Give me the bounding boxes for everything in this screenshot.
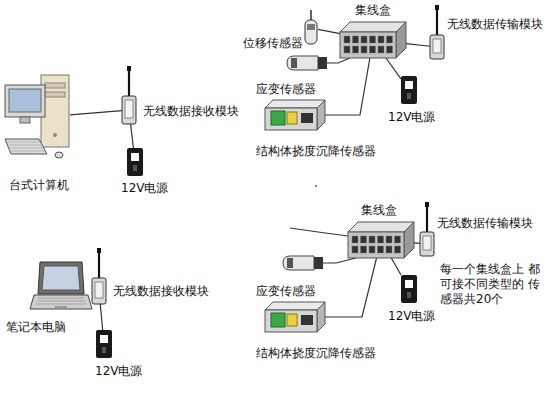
node-label: 12V电源 bbox=[94, 364, 143, 378]
desktop-computer-icon bbox=[5, 75, 69, 158]
node-label: 集线盒 bbox=[354, 3, 392, 17]
wireless-module: 无线数据传输模块 bbox=[430, 35, 444, 59]
strain-sensor: 应变传感器结构体挠度沉降传感器 bbox=[265, 302, 325, 332]
power-supply-icon bbox=[401, 76, 417, 104]
cable bbox=[318, 29, 340, 33]
wireless-module-graphic bbox=[92, 278, 106, 304]
node-label: 无线数据传输模块 bbox=[436, 216, 534, 230]
node-label: 无线数据接收模块 bbox=[112, 284, 210, 298]
cable bbox=[391, 258, 401, 275]
node-label: 12V电源 bbox=[387, 309, 436, 323]
node-label: 集线盒 bbox=[360, 203, 398, 217]
cable bbox=[70, 111, 122, 115]
node-label: 12V电源 bbox=[120, 181, 169, 195]
node-label: 笔记本电脑 bbox=[5, 320, 67, 334]
bullet-sensor bbox=[283, 256, 356, 270]
dot bbox=[315, 185, 317, 187]
wireless-module-icon bbox=[92, 248, 106, 304]
node-label: 无线数据传输模块 bbox=[446, 17, 544, 31]
power-supply-graphic bbox=[127, 148, 143, 176]
wireless-module-icon bbox=[430, 5, 444, 59]
node-label: 应变传感器 bbox=[255, 284, 317, 298]
note-text: 每一个集线盒上 都可接不同类型的 传感器共20个 bbox=[440, 262, 542, 307]
cable bbox=[100, 304, 102, 330]
wireless-module-icon bbox=[420, 202, 434, 256]
wireless-module-graphic bbox=[122, 96, 136, 124]
cable bbox=[386, 58, 401, 79]
desktop-computer-graphic bbox=[5, 75, 70, 160]
junction-box-icon bbox=[340, 22, 406, 58]
power-supply-icon bbox=[96, 330, 112, 358]
strain-sensor-graphic bbox=[265, 302, 325, 332]
junction-box-graphic bbox=[340, 22, 406, 58]
cable bbox=[325, 258, 377, 317]
cable bbox=[414, 242, 420, 244]
power-supply: 12V电源 bbox=[127, 148, 143, 176]
cable bbox=[131, 124, 134, 148]
power-supply-graphic bbox=[401, 76, 417, 104]
strain-sensor-icon bbox=[265, 100, 325, 130]
wireless-module: 无线数据传输模块 bbox=[420, 232, 434, 256]
power-supply-icon bbox=[401, 275, 417, 303]
wireless-module: 无线数据接收模块 bbox=[122, 96, 136, 124]
wireless-module-graphic bbox=[420, 232, 434, 256]
cable bbox=[325, 58, 370, 115]
node-label: 应变传感器 bbox=[255, 82, 317, 96]
power-supply: 12V电源 bbox=[401, 275, 417, 303]
laptop-computer: 笔记本电脑 bbox=[30, 262, 92, 312]
node-label: 位移传感器 bbox=[242, 36, 304, 50]
power-supply: 12V电源 bbox=[96, 330, 112, 358]
wireless-module-graphic bbox=[430, 35, 444, 59]
strain-sensor: 应变传感器结构体挠度沉降传感器 bbox=[265, 100, 325, 130]
node-label: 结构体挠度沉降传感器 bbox=[255, 144, 377, 158]
junction-box-icon bbox=[348, 222, 414, 258]
power-supply-graphic bbox=[96, 330, 112, 358]
node-label: 无线数据接收模块 bbox=[142, 104, 240, 118]
power-supply-icon bbox=[127, 148, 143, 176]
node-label: 台式计算机 bbox=[8, 178, 70, 192]
junction-box-graphic bbox=[348, 222, 414, 258]
displacement-sensor: 位移传感器 bbox=[304, 10, 318, 46]
node-label: 结构体挠度沉降传感器 bbox=[255, 346, 377, 360]
laptop-computer-icon bbox=[30, 262, 92, 309]
junction-box: 集线盒 bbox=[340, 22, 406, 58]
displacement-sensor-icon bbox=[305, 10, 317, 44]
cable bbox=[406, 44, 430, 47]
wireless-module-icon bbox=[122, 66, 136, 124]
junction-box: 集线盒 bbox=[348, 222, 414, 258]
node-label: 12V电源 bbox=[387, 110, 436, 124]
desktop-computer: 台式计算机 bbox=[5, 75, 70, 160]
wireless-module: 无线数据接收模块 bbox=[92, 278, 106, 304]
sensor-wire bbox=[290, 228, 348, 236]
power-supply-graphic bbox=[401, 275, 417, 303]
displacement-sensor-graphic bbox=[304, 10, 318, 46]
strain-sensor-graphic bbox=[265, 100, 325, 130]
power-supply: 12V电源 bbox=[401, 76, 417, 104]
strain-sensor-icon bbox=[265, 302, 325, 332]
laptop-computer-graphic bbox=[30, 262, 92, 312]
